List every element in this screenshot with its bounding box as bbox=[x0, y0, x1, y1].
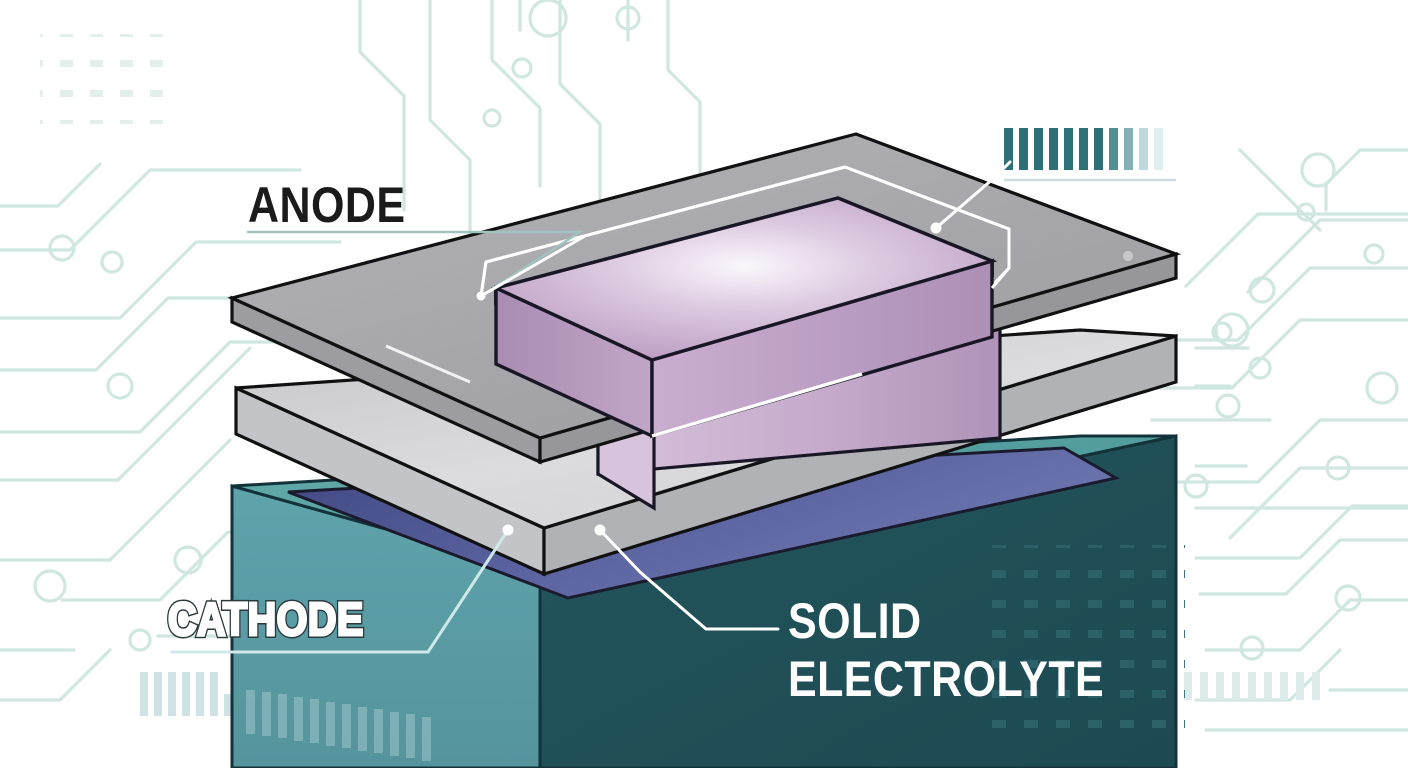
barcode-top-right bbox=[1004, 128, 1176, 182]
cathode-left-barcode bbox=[246, 690, 431, 761]
leader-lines bbox=[170, 160, 1012, 654]
label-cathode-outline: CATHODE bbox=[165, 593, 365, 645]
circuit-via-pads bbox=[33, 0, 1399, 661]
dot-grid-cathode-face bbox=[985, 545, 1185, 730]
label-cathode: CATHODE bbox=[167, 593, 365, 645]
label-solid-electrolyte-line2: ELECTROLYTE bbox=[788, 651, 1105, 707]
label-solid-electrolyte-line1: SOLID bbox=[788, 593, 922, 649]
anode-slab-prism bbox=[490, 196, 998, 439]
label-solid-electrolyte: SOLID ELECTROLYTE bbox=[788, 596, 1104, 704]
barcode-bottom-right bbox=[1184, 672, 1320, 700]
dot-grid-top-left bbox=[40, 34, 166, 124]
barcode-bottom-left bbox=[140, 672, 232, 716]
label-anode: ANODE bbox=[248, 177, 406, 233]
anode-wireframe-overlay bbox=[479, 165, 1011, 297]
